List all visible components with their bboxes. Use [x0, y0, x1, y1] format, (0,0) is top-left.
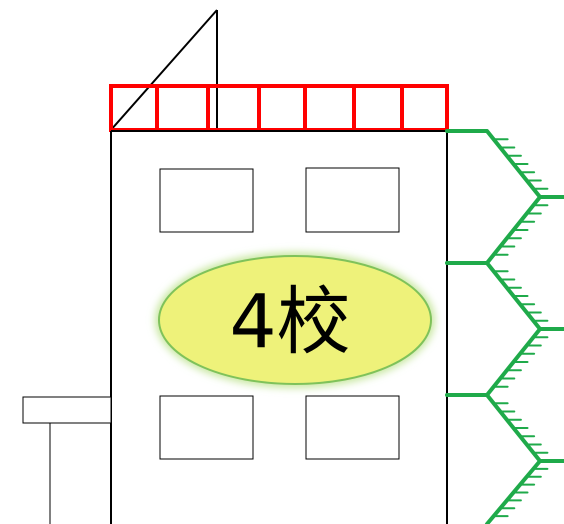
window [305, 395, 400, 460]
side-canopy [22, 396, 112, 524]
windows [159, 167, 400, 460]
badge-label: 4校 [229, 279, 350, 365]
badge-ellipse [158, 255, 432, 385]
railing-frame [109, 84, 449, 132]
window [159, 168, 254, 233]
window [159, 395, 254, 460]
canopy-roof [22, 396, 112, 424]
exterior-staircase [445, 129, 564, 524]
school-count-badge: 4校 [155, 252, 435, 388]
roof-triangle [109, 9, 218, 132]
building-outline [110, 130, 448, 524]
window [305, 167, 400, 233]
rooftop-railing [109, 84, 449, 132]
stair-zigzag [445, 129, 542, 524]
